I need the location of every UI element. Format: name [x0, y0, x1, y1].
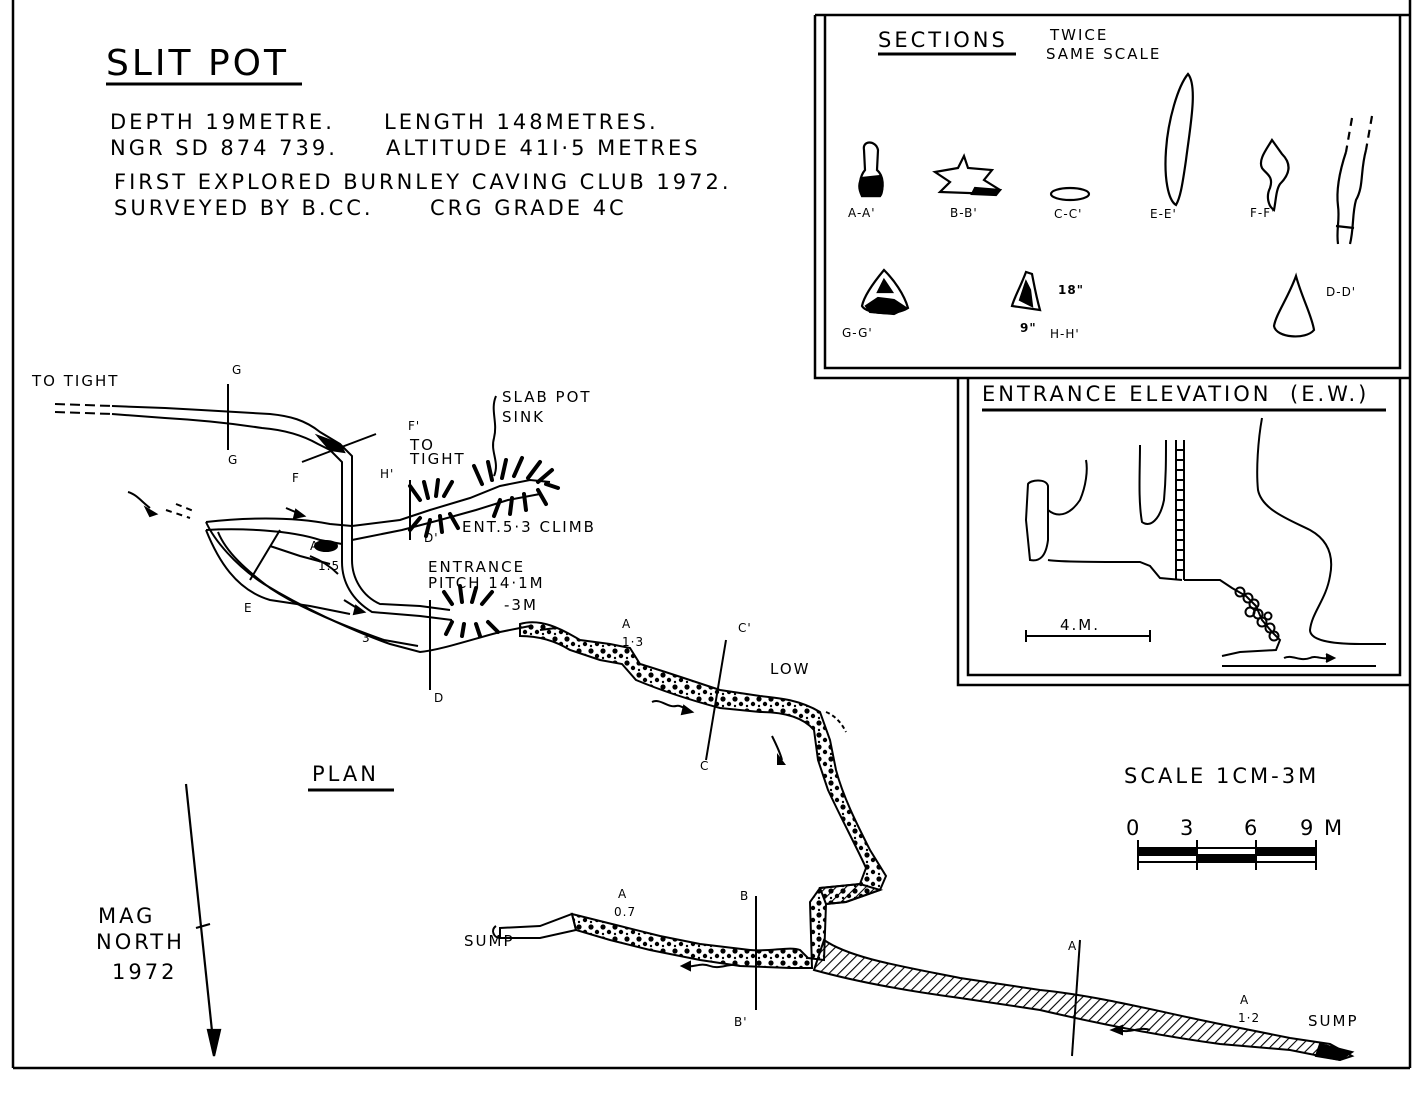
mark-d: D — [434, 691, 445, 705]
mark-c-prime: C' — [738, 621, 752, 635]
north-north: NORTH — [96, 930, 185, 954]
underlines — [106, 52, 1386, 792]
label-tight: TIGHT — [410, 450, 466, 468]
elevation-profile — [1024, 417, 1386, 667]
sections-frame — [813, 13, 1410, 380]
section-label-ff: F-F' — [1250, 206, 1276, 220]
info-altitude: ALTITUDE 41I·5 METRES — [386, 136, 701, 160]
mark-c: C — [700, 759, 710, 773]
section-label-aa: A-A' — [848, 206, 876, 220]
elevation-tag: (E.W.) — [1290, 382, 1370, 406]
label-height-13: 1·3 — [622, 635, 645, 649]
scale-label: SCALE 1CM-3M — [1124, 764, 1320, 788]
section-label-cc: C-C' — [1054, 207, 1083, 221]
info-grade: CRG GRADE 4C — [430, 196, 627, 220]
mark-b: B — [740, 889, 750, 903]
north-year: 1972 — [112, 960, 178, 984]
info-length: LENGTH 148METRES. — [384, 110, 659, 134]
label-minus-3m: -3M — [504, 596, 538, 614]
section-label-gg: G-G' — [842, 326, 873, 340]
north-arrow — [184, 783, 222, 1057]
sections-note-2: SAME SCALE — [1046, 45, 1162, 63]
flow-arrows — [539, 627, 1151, 1036]
plan-heading: PLAN — [312, 762, 379, 786]
mark-f: F — [292, 471, 300, 485]
north-mag: MAG — [98, 904, 156, 928]
label-ent-climb: ENT.5·3 CLIMB — [462, 518, 596, 536]
scale-tick-6: 6 — [1244, 816, 1261, 840]
mark-f-prime: F' — [408, 419, 421, 433]
elevation-heading: ENTRANCE ELEVATION — [982, 382, 1272, 406]
cross-sections — [858, 72, 1374, 338]
label-sump-west: SUMP — [464, 932, 515, 950]
mark-a-upper: A — [622, 617, 632, 631]
map-frame — [11, 0, 1412, 1070]
mark-a-section: A — [1068, 939, 1078, 953]
label-entrance: ENTRANCE — [428, 558, 526, 576]
label-av-height: 1.5 — [318, 559, 341, 573]
mark-d-prime: D' — [424, 531, 439, 545]
section-label-hh: H-H' — [1050, 327, 1080, 341]
sections-note-1: TWICE — [1050, 26, 1109, 44]
mark-g-prime: G — [228, 453, 239, 467]
scale-bar — [1137, 840, 1317, 870]
sections-heading: SECTIONS — [878, 28, 1008, 52]
section-dim-18: 18" — [1058, 283, 1084, 297]
plan-streamway — [492, 621, 1355, 1062]
info-depth: DEPTH 19METRE. — [110, 110, 335, 134]
section-label-ee: E-E' — [1150, 207, 1177, 221]
label-low: LOW — [770, 660, 811, 678]
scale-tick-9: 9 — [1300, 816, 1317, 840]
map-title: SLIT POT — [106, 43, 289, 84]
info-ngr: NGR SD 874 739. — [110, 136, 338, 160]
plan-section-lines — [227, 384, 1081, 1057]
scale-tick-0: 0 — [1126, 816, 1143, 840]
label-to-tight-west: TO TIGHT — [32, 372, 120, 390]
mark-e: E — [244, 601, 253, 615]
scale-tick-unit: M — [1324, 816, 1346, 840]
elevation-scale-label: 4.M. — [1060, 616, 1101, 634]
scale-tick-3: 3 — [1180, 816, 1197, 840]
mark-b-prime: B' — [734, 1015, 748, 1029]
info-surveyed: SURVEYED BY B.CC. — [114, 196, 374, 220]
label-av: AV — [310, 539, 328, 553]
label-height-07: 0.7 — [614, 905, 637, 919]
mark-a-west: A — [618, 887, 628, 901]
label-slab-pot: SLAB POT — [502, 388, 592, 406]
label-sump-east: SUMP — [1308, 1012, 1359, 1030]
mark-a-east: A — [1240, 993, 1250, 1007]
section-label-dd: D-D' — [1326, 285, 1357, 299]
mark-g: G — [232, 363, 243, 377]
label-slab-pot-sink: SINK — [502, 408, 546, 426]
shaft-hachures — [408, 456, 560, 638]
label-to: TO — [410, 436, 435, 454]
label-pitch: PITCH 14·1M — [428, 574, 545, 592]
section-label-bb: B-B' — [950, 206, 978, 220]
section-dim-9: 9" — [1020, 321, 1037, 335]
label-height-3: 3 — [362, 631, 371, 645]
label-height-12: 1·2 — [1238, 1011, 1261, 1025]
info-explored: FIRST EXPLORED BURNLEY CAVING CLUB 1972. — [114, 170, 732, 194]
mark-h-prime: H' — [380, 467, 395, 481]
elevation-frame — [956, 378, 1410, 687]
